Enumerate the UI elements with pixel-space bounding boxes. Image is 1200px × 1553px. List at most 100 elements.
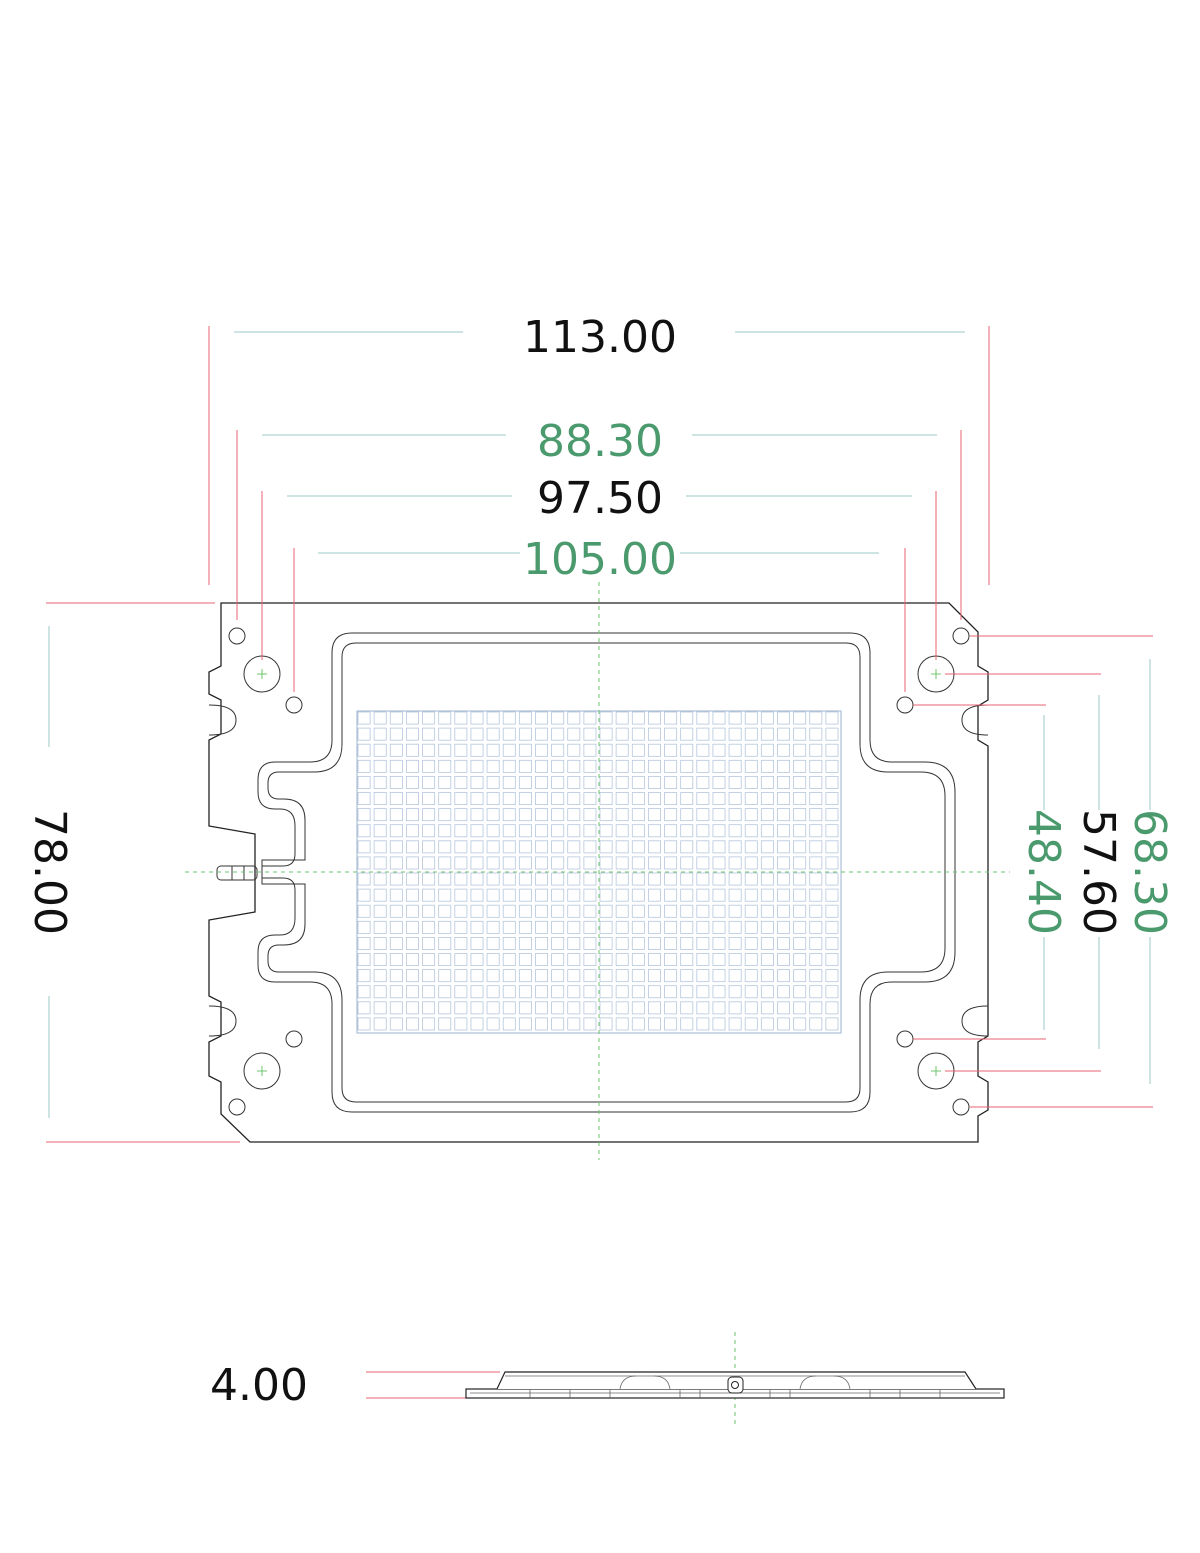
- led-cell: [728, 824, 742, 838]
- led-cell: [438, 808, 452, 822]
- led-cell: [825, 904, 839, 918]
- led-cell: [373, 872, 387, 886]
- led-cell: [470, 743, 484, 757]
- led-cell: [486, 937, 500, 950]
- led-cell: [567, 920, 581, 934]
- led-cell: [825, 1001, 839, 1015]
- led-cell: [357, 969, 371, 983]
- led-cell: [470, 1017, 484, 1031]
- led-cell: [567, 1001, 581, 1015]
- led-cell: [696, 824, 710, 838]
- led-cell: [809, 840, 823, 854]
- led-cell: [631, 759, 645, 773]
- led-cell: [373, 904, 387, 918]
- led-cell: [809, 1001, 823, 1015]
- led-cell: [615, 856, 629, 870]
- led-cell: [454, 792, 468, 806]
- led-cell: [438, 711, 452, 725]
- led-cell: [422, 937, 436, 950]
- led-cell: [728, 937, 742, 950]
- led-cell: [760, 711, 774, 725]
- led-cell: [648, 1017, 661, 1031]
- led-cell: [744, 856, 758, 870]
- led-cell: [680, 776, 694, 789]
- led-cell: [648, 969, 661, 983]
- hole-mid-br: [896, 1030, 914, 1048]
- left-notch-bottom: [208, 1005, 237, 1037]
- led-cell: [777, 953, 790, 967]
- led-cell: [664, 808, 678, 822]
- led-cell: [551, 792, 565, 806]
- led-cell: [583, 743, 597, 757]
- led-cell: [599, 904, 613, 918]
- led-cell: [357, 920, 371, 934]
- led-cell: [728, 969, 742, 983]
- led-cell: [793, 727, 807, 741]
- led-cell: [664, 920, 678, 934]
- led-cell: [502, 872, 516, 886]
- led-cell: [744, 759, 758, 773]
- led-cell: [777, 776, 790, 789]
- led-cell: [551, 808, 565, 822]
- led-cell: [696, 872, 710, 886]
- led-cell: [631, 953, 645, 967]
- led-cell: [615, 872, 629, 886]
- led-cell: [357, 711, 371, 725]
- led-cell: [454, 727, 468, 741]
- led-cell: [793, 872, 807, 886]
- led-cell: [438, 937, 452, 950]
- led-cell: [648, 953, 661, 967]
- led-cell: [648, 776, 661, 789]
- led-cell: [648, 743, 661, 757]
- led-cell: [551, 872, 565, 886]
- led-cell: [712, 1017, 726, 1031]
- led-cell: [454, 937, 468, 950]
- led-cell: [502, 808, 516, 822]
- led-cell: [777, 872, 790, 886]
- led-cell: [470, 792, 484, 806]
- led-cell: [502, 727, 516, 741]
- led-cell: [583, 953, 597, 967]
- led-cell: [712, 872, 726, 886]
- led-cell: [373, 743, 387, 757]
- dim-height-68: 68.30: [1124, 809, 1175, 935]
- led-cell: [696, 1017, 710, 1031]
- led-cell: [502, 856, 516, 870]
- led-cell: [664, 711, 678, 725]
- led-cell: [567, 888, 581, 902]
- led-cell: [389, 1001, 403, 1015]
- led-cell: [744, 1001, 758, 1015]
- led-cell: [583, 872, 597, 886]
- led-cell: [760, 1001, 774, 1015]
- led-cell: [744, 920, 758, 934]
- led-cell: [486, 792, 500, 806]
- led-cell: [696, 808, 710, 822]
- led-cell: [535, 808, 548, 822]
- led-cell: [680, 743, 694, 757]
- led-cell: [631, 1001, 645, 1015]
- led-cell: [454, 840, 468, 854]
- led-cell: [454, 776, 468, 789]
- led-cell: [518, 743, 532, 757]
- led-cell: [712, 808, 726, 822]
- led-cell: [502, 840, 516, 854]
- led-cell: [712, 792, 726, 806]
- led-cell: [793, 920, 807, 934]
- led-cell: [551, 888, 565, 902]
- led-cell: [486, 743, 500, 757]
- led-cell: [454, 856, 468, 870]
- led-cell: [502, 1001, 516, 1015]
- led-cell: [712, 743, 726, 757]
- led-cell: [422, 711, 436, 725]
- led-cell: [567, 872, 581, 886]
- led-cell: [470, 985, 484, 999]
- led-cell: [405, 969, 419, 983]
- led-cell: [696, 792, 710, 806]
- led-cell: [680, 1017, 694, 1031]
- led-cell: [454, 920, 468, 934]
- led-cell: [809, 969, 823, 983]
- led-cell: [680, 759, 694, 773]
- led-cell: [438, 985, 452, 999]
- led-cell: [551, 937, 565, 950]
